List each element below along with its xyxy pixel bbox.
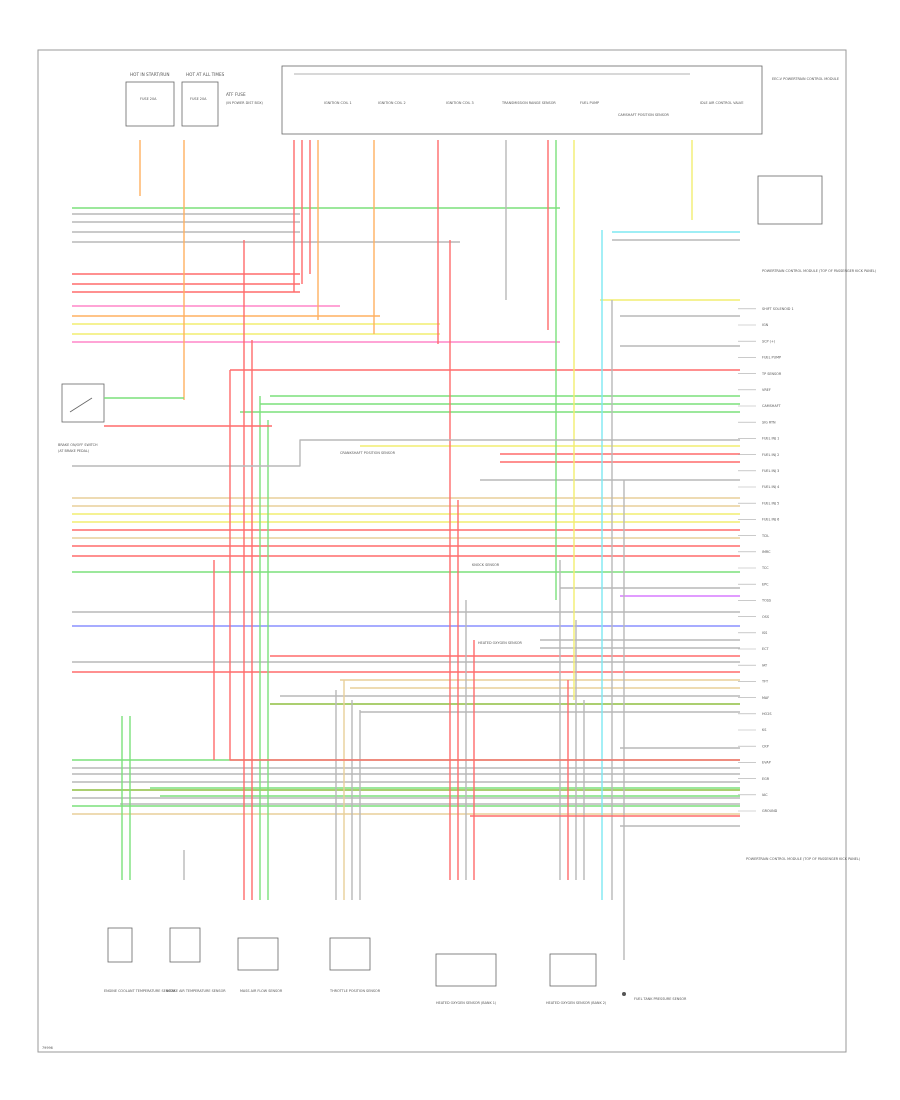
pcm-pin-label: IAT <box>762 663 768 667</box>
top-component-label: HOT AT ALL TIMES <box>186 72 225 77</box>
pcm-pin-label: FUEL PUMP <box>762 356 781 360</box>
right-pin-group: SHIFT SOLENOID 1 IGN SCP (+) FUEL PUMP TP SE… <box>738 307 794 813</box>
top-component-label: HOT IN START/RUN <box>130 72 169 77</box>
top-component-sub: (IN POWER DIST BOX) <box>226 101 264 105</box>
top-component-sub: FUSE 20A <box>190 97 207 101</box>
wire <box>72 439 740 467</box>
footer-code: 79996 <box>42 1046 53 1050</box>
pcm-pin-label: SCP (+) <box>762 339 776 343</box>
pcm-pin-label: CKP <box>762 744 769 748</box>
center-note: HEATED OXYGEN SENSOR <box>478 641 523 645</box>
bottom-component-label: THROTTLE POSITION SENSOR <box>329 989 381 993</box>
range-switch-box <box>757 175 823 225</box>
top-connector-label: CAMSHAFT POSITION SENSOR <box>618 113 670 117</box>
top-connector-label: IGNITION COIL 2 <box>378 101 406 105</box>
pcm-pin-label: HO2S <box>762 712 772 716</box>
pcm-pin-label: CAMSHAFT <box>762 404 782 408</box>
pcm-pin-label: IMRC <box>762 550 771 554</box>
top-right-note: EEC-V POWERTRAIN CONTROL MODULE <box>772 77 839 81</box>
pcm-pin-label: FUEL INJ 5 <box>762 501 779 505</box>
bottom-component-label: FUEL TANK PRESSURE SENSOR <box>634 997 687 1001</box>
bottom-component-label: HEATED OXYGEN SENSOR (BANK 2) <box>546 1001 607 1005</box>
pcm-pin-label: IGN <box>762 323 769 327</box>
pcm-pin-label: KS <box>762 728 766 732</box>
right-footer: POWERTRAIN CONTROL MODULE (TOP OF PASSEN… <box>746 857 861 861</box>
top-component-label: ATF FUSE <box>226 92 246 97</box>
center-note: KNOCK SENSOR <box>472 563 500 567</box>
top-connector-label: TRANSMISSION RANGE SENSOR <box>501 101 556 105</box>
pcm-pin-label: GROUND <box>762 809 778 813</box>
wire <box>229 370 740 761</box>
top-connector-label: IGNITION COIL 1 <box>324 101 352 105</box>
pcm-pin-label: TCIL <box>761 534 769 538</box>
top-connector-label: FUEL PUMP <box>580 101 599 105</box>
bottom-component-label: HEATED OXYGEN SENSOR (BANK 1) <box>436 1001 497 1005</box>
top-connector-label: IGNITION COIL 3 <box>446 101 474 105</box>
wire-group <box>72 140 740 960</box>
pcm-pin-label: SIG RTN <box>762 420 776 424</box>
pcm-pin-label: TOSS <box>761 599 771 603</box>
pcm-pin-label: FUEL INJ 3 <box>762 469 779 473</box>
pcm-pin-label: FUEL INJ 2 <box>762 453 779 457</box>
pcm-pin-label: EPC <box>762 582 769 586</box>
bottom-component-label: MASS AIR FLOW SENSOR <box>240 989 283 993</box>
left-component-label: (AT BRAKE PEDAL) <box>58 449 90 453</box>
pcm-pin-label: IAC <box>762 793 768 797</box>
pcm-pin-label: ISS <box>762 631 767 635</box>
pcm-pin-label: EGR <box>762 777 770 781</box>
right-header: POWERTRAIN CONTROL MODULE (TOP OF PASSEN… <box>762 269 877 273</box>
brake-switch-box <box>61 383 105 423</box>
bottom-component-label: INTAKE AIR TEMPERATURE SENSOR <box>166 989 226 993</box>
pcm-pin-label: SHIFT SOLENOID 1 <box>762 307 794 311</box>
left-component-label: BRAKE ON/OFF SWITCH <box>58 443 98 447</box>
pcm-pin-label: TCC <box>761 566 769 570</box>
top-connector-label: IDLE AIR CONTROL VALVE <box>700 101 744 105</box>
pcm-pin-label: MAF <box>762 696 769 700</box>
top-component-sub: FUSE 20A <box>140 97 157 101</box>
bottom-component-group <box>107 927 597 987</box>
pcm-pin-label: TP SENSOR <box>761 372 782 376</box>
pcm-pin-label: ECT <box>762 647 770 651</box>
center-note: CRANKSHAFT POSITION SENSOR <box>340 451 396 455</box>
ground-dot <box>622 992 626 996</box>
pcm-pin-label: EVAP <box>762 761 771 765</box>
diagram-frame <box>37 49 847 1053</box>
pcm-pin-label: VREF <box>762 388 771 392</box>
top-fuse-boxes <box>125 65 763 135</box>
pcm-pin-label: FUEL INJ 6 <box>762 518 779 522</box>
pcm-pin-label: OSS <box>762 615 769 619</box>
pcm-pin-label: TFT <box>761 680 769 684</box>
pcm-pin-label: FUEL INJ 1 <box>762 437 779 441</box>
pcm-pin-label: FUEL INJ 4 <box>762 485 779 489</box>
bottom-component-label: ENGINE COOLANT TEMPERATURE SENSOR <box>104 989 176 993</box>
